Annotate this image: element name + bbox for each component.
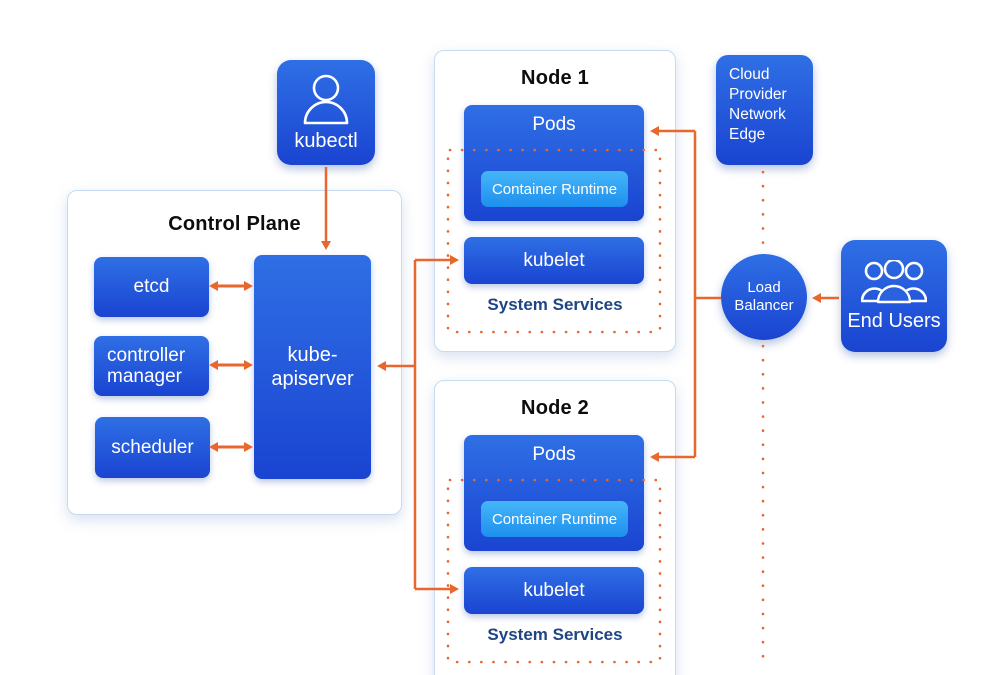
- container-runtime-box: Container Runtime: [481, 171, 628, 207]
- control-plane-panel: Control Plane etcd controller manager sc…: [67, 190, 402, 515]
- kubelet-box: kubelet: [464, 237, 644, 284]
- pods-label: Pods: [532, 114, 576, 135]
- cloud-provider-network-edge-box: Cloud Provider Network Edge: [716, 55, 813, 165]
- node-1-panel: Node 1 Pods Container Runtime kubelet Sy…: [434, 50, 676, 352]
- system-services-label: System Services: [487, 625, 623, 644]
- node-2-panel: Node 2 Pods Container Runtime kubelet Sy…: [434, 380, 676, 675]
- container-runtime-box: Container Runtime: [481, 501, 628, 537]
- etcd-box: etcd: [94, 257, 209, 317]
- user-icon: [303, 74, 349, 124]
- load-balancer-circle: Load Balancer: [721, 254, 807, 340]
- kube-apiserver-box: kube-apiserver: [254, 255, 371, 479]
- end-users-box: End Users: [841, 240, 947, 352]
- arrow-endusers-loadbalancer: [812, 293, 839, 303]
- scheduler-box: scheduler: [95, 417, 210, 478]
- node-1-title: Node 1: [521, 67, 589, 89]
- system-services-label: System Services: [487, 295, 623, 314]
- load-balancer-label: Load Balancer: [734, 279, 794, 314]
- kubectl-box: kubectl: [277, 60, 375, 165]
- control-plane-title: Control Plane: [168, 213, 301, 235]
- controller-manager-box: controller manager: [94, 336, 209, 396]
- kubelet-box: kubelet: [464, 567, 644, 614]
- kubectl-label: kubectl: [294, 129, 358, 152]
- users-group-icon: [861, 259, 927, 303]
- node-2-title: Node 2: [521, 397, 589, 419]
- end-users-label: End Users: [847, 309, 941, 332]
- pods-label: Pods: [532, 444, 576, 465]
